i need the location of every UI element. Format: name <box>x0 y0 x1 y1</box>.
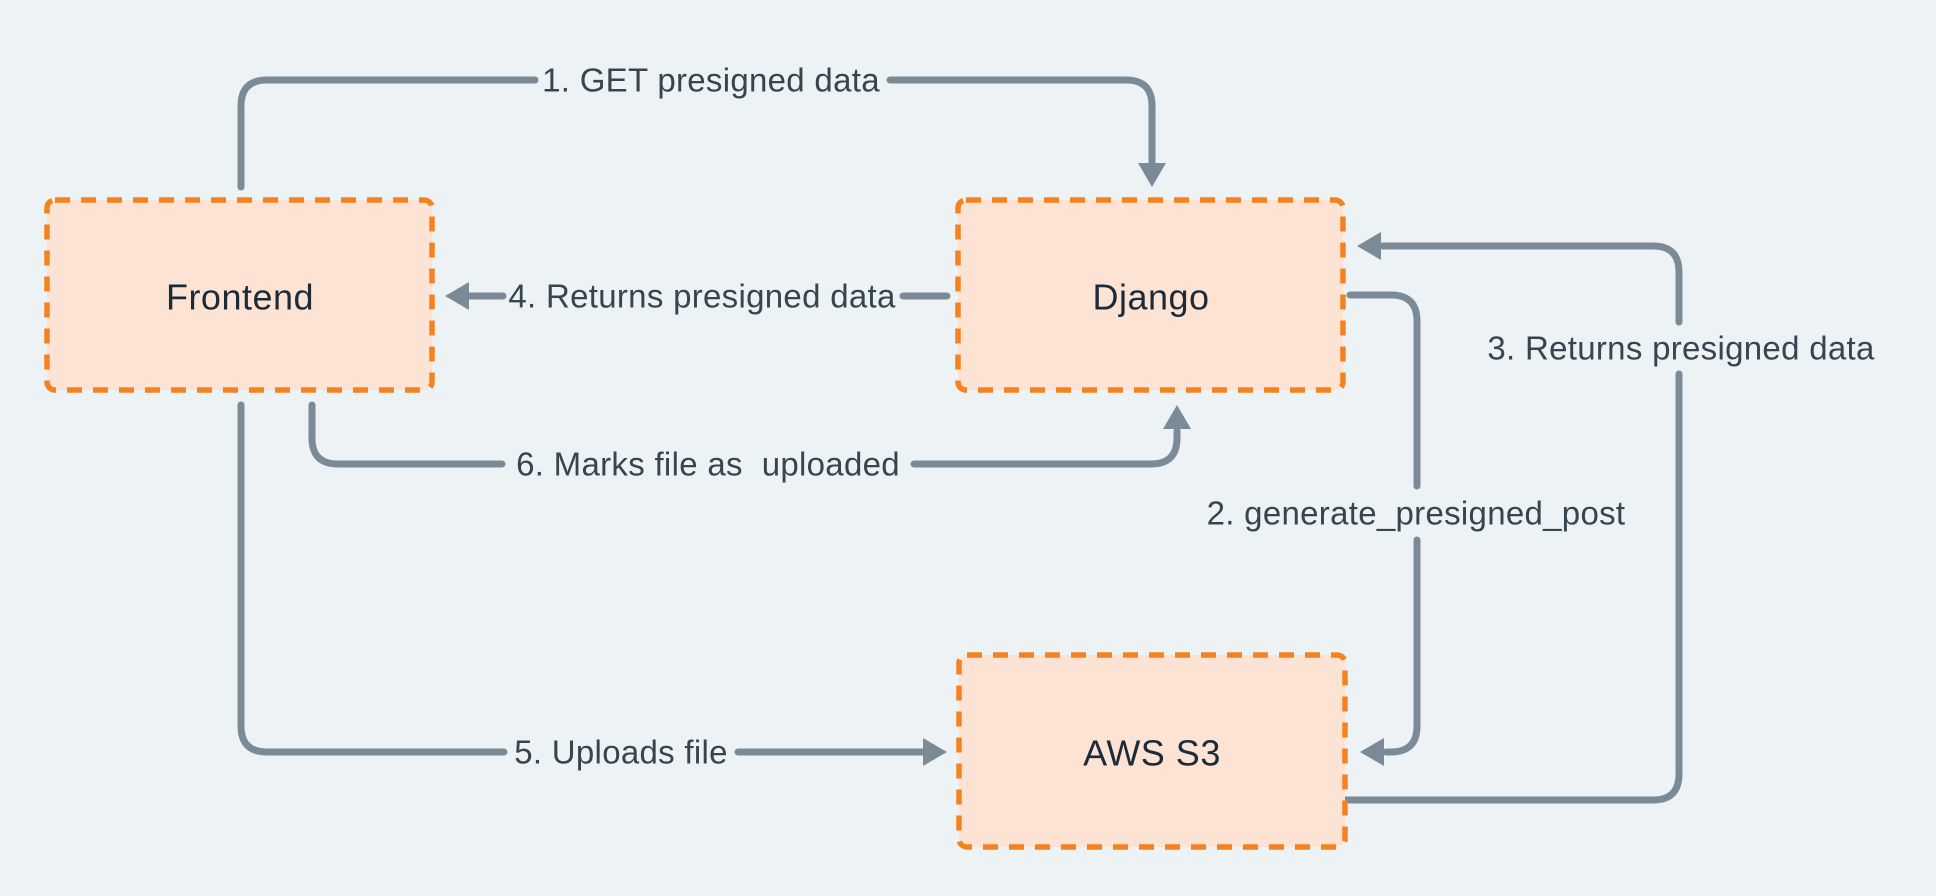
edge-s3-to-django-returns: 3. Returns presigned data <box>1341 232 1875 804</box>
django-box <box>955 197 1346 393</box>
edge-2-line-end <box>1382 536 1421 756</box>
edge-6-line-start <box>308 401 506 468</box>
aws-s3-label: AWS S3 <box>1083 733 1221 774</box>
frontend-box <box>44 197 435 393</box>
edge-1-line-end <box>886 76 1156 166</box>
edge-2-label: 2. generate_presigned_post <box>1207 495 1626 532</box>
edge-4-label: 4. Returns presigned data <box>508 278 896 315</box>
edge-1-line-start <box>237 76 539 191</box>
edge-5-arrowhead-right-icon <box>923 738 947 766</box>
edge-3-label: 3. Returns presigned data <box>1487 330 1875 367</box>
edge-2-line-start <box>1346 291 1421 490</box>
edge-frontend-to-django-marks: 6. Marks file as uploaded <box>308 401 1191 483</box>
edge-6-arrowhead-up-icon <box>1163 405 1191 429</box>
node-aws-s3: AWS S3 <box>956 652 1348 850</box>
aws-s3-box <box>956 652 1348 850</box>
django-label: Django <box>1092 277 1209 318</box>
edge-3-arrowhead-left-icon <box>1357 232 1381 260</box>
edge-4-arrowhead-left-icon <box>445 282 469 310</box>
edge-1-label: 1. GET presigned data <box>542 62 880 99</box>
edge-6-line-end <box>910 427 1181 468</box>
edge-3-line-start <box>1341 370 1683 804</box>
edge-2-arrowhead-left-icon <box>1360 738 1384 766</box>
node-django: Django <box>955 197 1346 393</box>
edge-6-label: 6. Marks file as uploaded <box>516 446 900 483</box>
node-frontend: Frontend <box>44 197 435 393</box>
edge-5-label: 5. Uploads file <box>514 734 728 771</box>
edge-frontend-to-s3-uploads: 5. Uploads file <box>237 401 947 771</box>
edge-frontend-to-django-get: 1. GET presigned data <box>237 62 1166 191</box>
edge-django-to-frontend-returns: 4. Returns presigned data <box>445 278 951 315</box>
edge-django-to-s3-generate: 2. generate_presigned_post <box>1207 291 1626 766</box>
edge-5-line-start <box>237 401 508 756</box>
edge-1-arrowhead-down-icon <box>1138 163 1166 187</box>
edge-3-line-end <box>1378 242 1683 326</box>
frontend-label: Frontend <box>166 277 314 318</box>
